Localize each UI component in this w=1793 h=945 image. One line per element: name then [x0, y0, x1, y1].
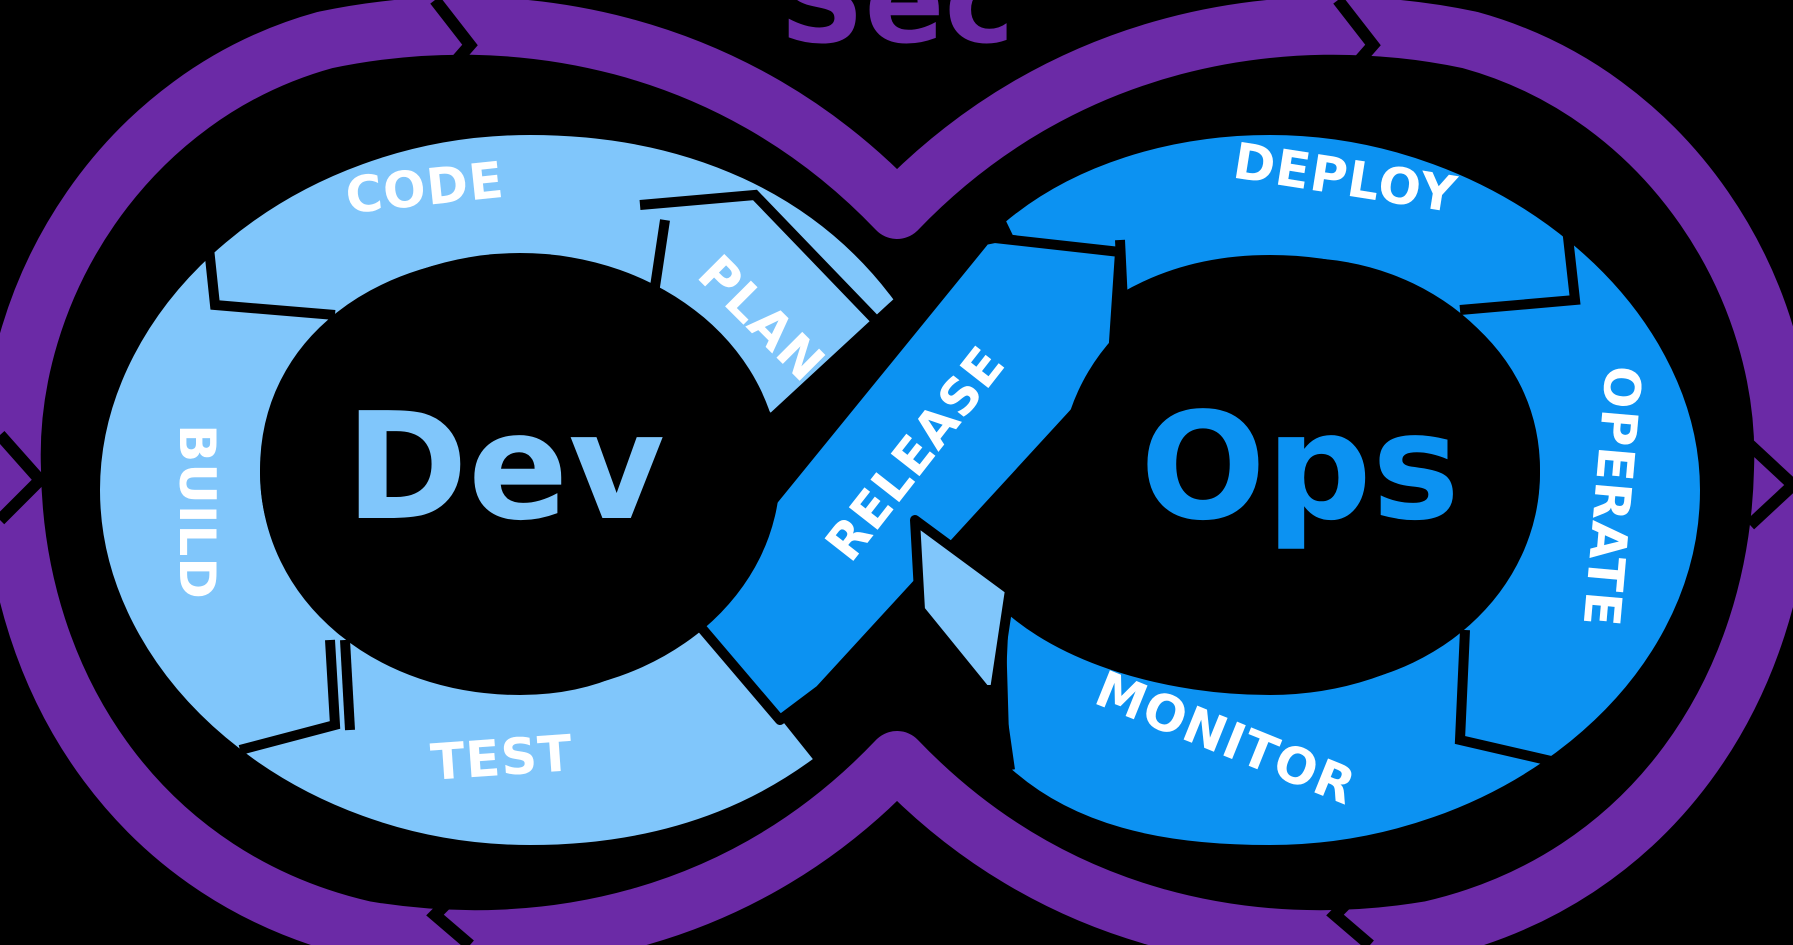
notch: [426, 875, 475, 945]
notch: [1745, 440, 1793, 530]
dev-label: Dev: [345, 381, 665, 553]
release-ribbon-band: [660, 233, 1125, 725]
notch: [1326, 875, 1375, 945]
stage-build-label: BUILD: [168, 424, 226, 600]
notch: [1333, 0, 1381, 89]
plan-wedge: [910, 515, 1015, 695]
divider: [1454, 629, 1592, 775]
notch: [430, 0, 478, 89]
divider: [200, 209, 336, 320]
dev-center-hole: [260, 253, 780, 693]
notch: [0, 431, 49, 525]
ops-center-hole: [1060, 258, 1540, 688]
divider: [238, 639, 341, 755]
stage-test-label: TEST: [429, 724, 575, 792]
ops-label: Ops: [1140, 381, 1460, 553]
divider: [639, 189, 889, 334]
release-ribbon: [660, 233, 1125, 725]
sec-label: Sec: [780, 0, 1015, 70]
divider: [1459, 164, 1581, 315]
divider: [340, 639, 355, 731]
